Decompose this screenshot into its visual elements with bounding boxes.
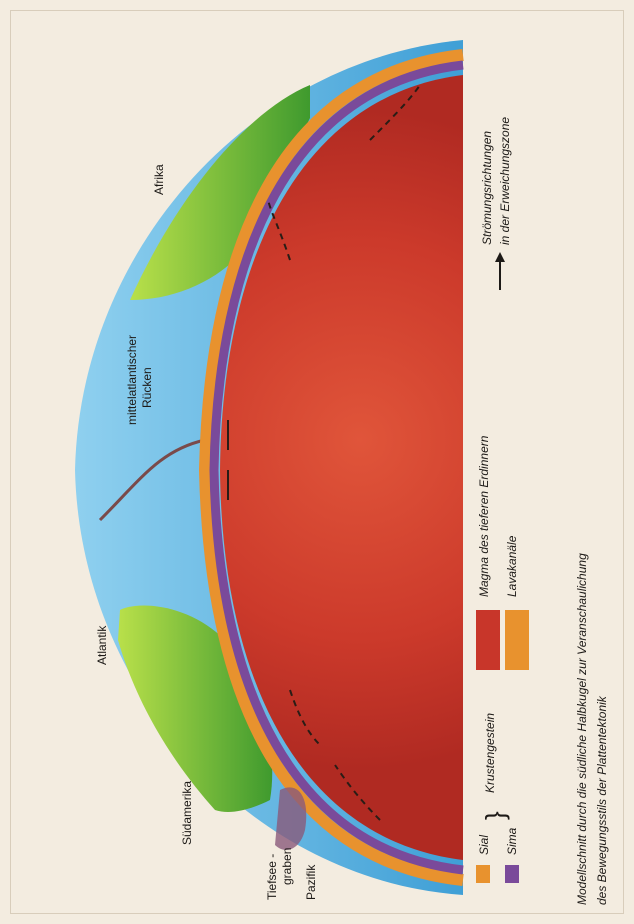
flow-arrow-left: [289, 689, 321, 746]
legend-magma: Magma des tieferen Erdinnern: [477, 435, 491, 597]
label-pazifik: Pazifik: [304, 864, 318, 900]
legend-sial: Sial: [477, 834, 491, 855]
label-suedamerika: Südamerika: [180, 780, 194, 845]
legend-krustengestein: Krustengestein: [483, 712, 497, 793]
caption-line2: des Bewegungsstils der Plattentektonik: [595, 696, 609, 905]
label-ridge-line2: Rücken: [140, 367, 154, 408]
trench: [275, 787, 307, 850]
legend-stroemung-line1: Strömungsrichtungen: [480, 130, 494, 245]
legend-sima: Sima: [505, 827, 519, 855]
label-afrika: Afrika: [152, 164, 166, 195]
flow-arrows: [227, 84, 421, 821]
mid-atlantic-ridge: [98, 438, 206, 522]
legend-swatch-sima: [505, 865, 519, 883]
flow-arrow-top: [369, 84, 421, 141]
sima-layer: [209, 60, 464, 875]
legend-swatch-lavakanaele: [505, 610, 529, 670]
magma-interior: [220, 75, 463, 860]
legend-swatch-magma: [476, 610, 500, 670]
label-tiefsee-line2: graben: [280, 847, 294, 885]
legend-swatch-sial: [476, 865, 490, 883]
label-tiefsee-line1: Tiefsee -: [265, 853, 279, 900]
legend-arrow: [495, 252, 505, 290]
illustration-frame: [10, 10, 624, 914]
legend-lavakanaele: Lavakanäle: [505, 535, 519, 597]
caption-line1: Modellschnitt durch die südliche Halbkug…: [575, 553, 589, 905]
sial-layer: [198, 49, 464, 886]
label-ridge-line1: mittelatlantischer: [125, 334, 139, 425]
africa-landmass: [130, 85, 310, 300]
label-atlantik: Atlantik: [95, 625, 109, 665]
flow-arrow-right: [267, 199, 291, 261]
legend-stroemung-line2: in der Erweichungszone: [498, 116, 512, 245]
legend-brace: }: [480, 811, 510, 820]
